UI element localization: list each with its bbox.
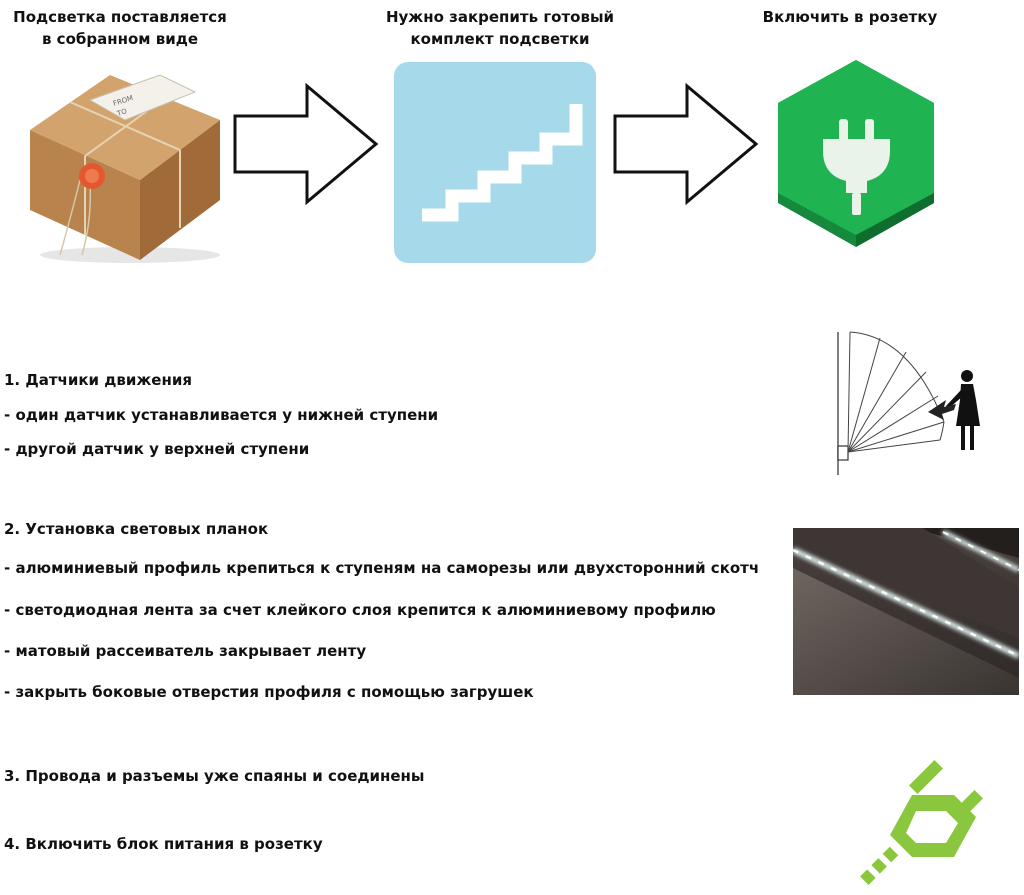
bars-title: 2. Установка световых планок bbox=[4, 520, 269, 538]
power-plug-icon bbox=[774, 55, 939, 250]
package-label-to: TO bbox=[115, 107, 128, 118]
wires-title: 3. Провода и разъемы уже спаяны и соедин… bbox=[4, 767, 425, 785]
right-arrow-icon bbox=[232, 83, 380, 205]
sensors-item-1: - один датчик устанавливается у нижней с… bbox=[4, 406, 439, 424]
power-title: 4. Включить блок питания в розетку bbox=[4, 835, 323, 853]
green-connector-icon bbox=[850, 755, 1010, 890]
step1-caption: Подсветка поставляется в собранном виде bbox=[13, 8, 227, 48]
step3-caption: Включить в розетку bbox=[762, 8, 938, 26]
motion-sensor-diagram-icon bbox=[830, 330, 1005, 480]
right-arrow-icon-2 bbox=[612, 83, 760, 205]
bars-item-3: - матовый рассеиватель закрывает ленту bbox=[4, 642, 367, 660]
bars-item-2: - светодиодная лента за счет клейкого сл… bbox=[4, 601, 716, 619]
led-strip-photo bbox=[793, 528, 1019, 695]
bars-item-4: - закрыть боковые отверстия профиля с по… bbox=[4, 683, 534, 701]
sensors-item-2: - другой датчик у верхней ступени bbox=[4, 440, 310, 458]
parcel-box-icon: FROM TO bbox=[20, 70, 230, 270]
step2-caption: Нужно закрепить готовый комплект подсвет… bbox=[385, 8, 615, 48]
bars-item-1: - алюминиевый профиль крепиться к ступен… bbox=[4, 559, 760, 577]
sensors-title: 1. Датчики движения bbox=[4, 371, 192, 389]
stairs-icon bbox=[392, 60, 598, 265]
